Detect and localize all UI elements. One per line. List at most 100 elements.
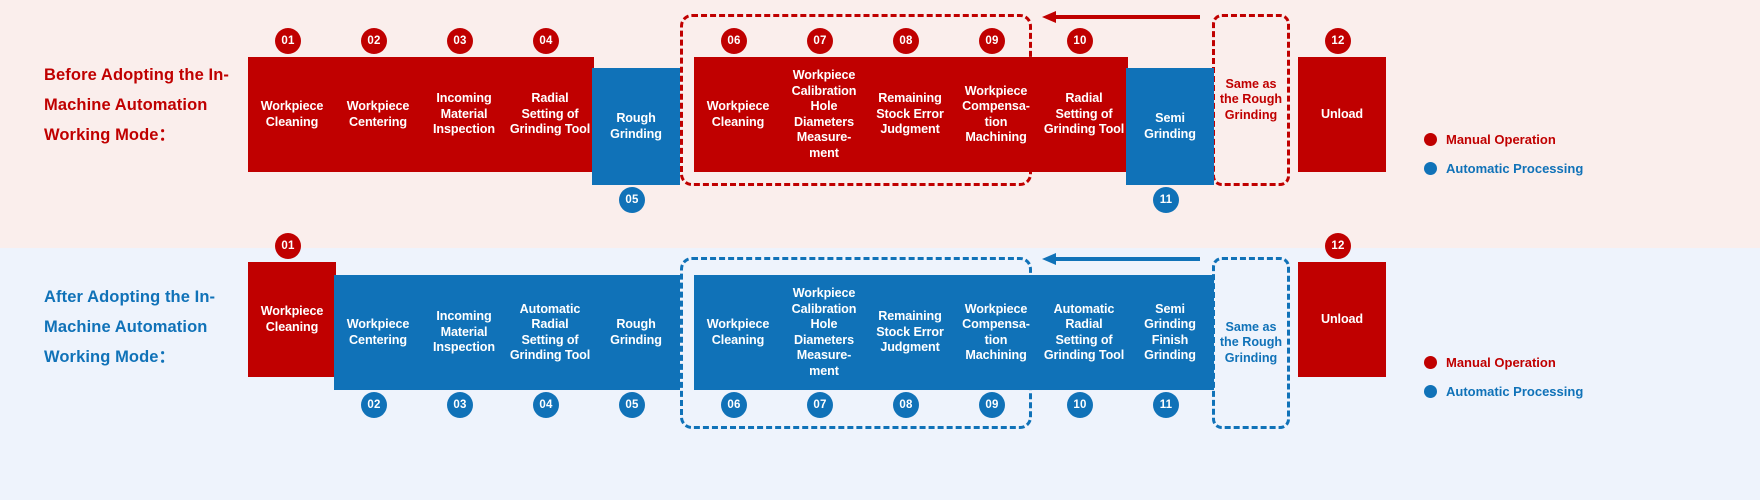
after-step-03-number: 03 [453, 399, 467, 411]
after-step-03-badge: 03 [447, 392, 473, 418]
before-row-title: Before Adopting the In- Machine Automati… [44, 60, 254, 150]
before-ghost-label: Same as the Rough Grinding [1219, 76, 1283, 122]
before-step-09-number: 09 [985, 35, 999, 47]
after-step-12-box[interactable]: Unload [1298, 262, 1386, 377]
before-step-11-box[interactable]: Semi Grinding [1126, 68, 1214, 185]
after-loop-arrow-head [1042, 253, 1056, 265]
before-step-12-box[interactable]: Unload [1298, 57, 1386, 172]
before-legend-item-manual: Manual Operation [1424, 132, 1583, 147]
after-step-05-number: 05 [625, 399, 639, 411]
after-step-11-number: 11 [1159, 399, 1173, 411]
before-step-06-number: 06 [727, 35, 741, 47]
before-step-10-box[interactable]: Radial Setting of Grinding Tool [1040, 57, 1128, 172]
after-step-09-number: 09 [985, 399, 999, 411]
before-legend: Manual Operation Automatic Processing [1424, 132, 1583, 190]
after-step-05-box[interactable]: Rough Grinding [592, 275, 680, 390]
after-step-02-label: Workpiece Centering [346, 317, 410, 347]
after-step-07-number: 07 [813, 399, 827, 411]
after-same-as-rough-grinding-ghost: Same as the Rough Grinding [1212, 257, 1290, 429]
before-step-06-label: Workpiece Cleaning [706, 99, 770, 129]
after-step-08-badge: 08 [893, 392, 919, 418]
after-step-07-box[interactable]: Workpiece Calibration Hole Diameters Mea… [780, 275, 868, 390]
before-title-line-3: Working Mode： [44, 126, 176, 144]
after-step-05-badge: 05 [619, 392, 645, 418]
before-step-07-badge: 07 [807, 28, 833, 54]
after-step-03-box[interactable]: Incoming Material Inspection [420, 275, 508, 390]
after-step-12-label: Unload [1320, 311, 1364, 326]
after-step-01-box[interactable]: Workpiece Cleaning [248, 262, 336, 377]
after-title-line-3: Working Mode： [44, 348, 176, 366]
after-ghost-label: Same as the Rough Grinding [1219, 319, 1283, 365]
before-step-08-box[interactable]: Remaining Stock Error Judgment [866, 57, 954, 172]
after-legend-item-automatic: Automatic Processing [1424, 384, 1583, 399]
before-step-02-box[interactable]: Workpiece Centering [334, 57, 422, 172]
before-title-line-1: Before Adopting the In- [44, 66, 230, 84]
automatic-processing-dot-icon [1424, 385, 1437, 398]
before-step-10-label: Radial Setting of Grinding Tool [1043, 91, 1125, 137]
before-same-as-rough-grinding-ghost: Same as the Rough Grinding [1212, 14, 1290, 186]
after-legend-manual-label: Manual Operation [1446, 355, 1556, 370]
after-step-01-number: 01 [281, 240, 295, 252]
before-step-03-badge: 03 [447, 28, 473, 54]
after-step-03-label: Incoming Material Inspection [433, 309, 495, 355]
before-step-01-number: 01 [281, 35, 295, 47]
before-step-04-badge: 04 [533, 28, 559, 54]
after-step-11-box[interactable]: Semi Grinding Finish Grinding [1126, 275, 1214, 390]
before-step-01-badge: 01 [275, 28, 301, 54]
before-step-01-box[interactable]: Workpiece Cleaning [248, 57, 336, 172]
before-step-05-label: Rough Grinding [610, 111, 662, 141]
before-step-06-box[interactable]: Workpiece Cleaning [694, 57, 782, 172]
after-step-06-label: Workpiece Cleaning [706, 317, 770, 347]
after-step-07-badge: 07 [807, 392, 833, 418]
after-step-04-label: Automatic Radial Setting of Grinding Too… [509, 301, 591, 363]
before-step-08-badge: 08 [893, 28, 919, 54]
before-step-08-number: 08 [899, 35, 913, 47]
before-step-12-badge: 12 [1325, 28, 1351, 54]
after-title-line-1: After Adopting the In- [44, 288, 216, 306]
manual-operation-dot-icon [1424, 356, 1437, 369]
after-step-11-badge: 11 [1153, 392, 1179, 418]
after-loop-arrow-shaft [1054, 257, 1200, 261]
before-step-03-box[interactable]: Incoming Material Inspection [420, 57, 508, 172]
before-step-04-box[interactable]: Radial Setting of Grinding Tool [506, 57, 594, 172]
after-title-line-2: Machine Automation [44, 318, 208, 336]
after-step-09-box[interactable]: Workpiece Compensa-tion Machining [952, 275, 1040, 390]
before-step-05-box[interactable]: Rough Grinding [592, 68, 680, 185]
before-step-12-number: 12 [1331, 35, 1345, 47]
before-step-03-label: Incoming Material Inspection [433, 91, 495, 137]
after-step-02-number: 02 [367, 399, 381, 411]
before-step-11-badge: 11 [1153, 187, 1179, 213]
after-step-10-number: 10 [1073, 399, 1087, 411]
before-step-02-badge: 02 [361, 28, 387, 54]
after-step-06-box[interactable]: Workpiece Cleaning [694, 275, 782, 390]
after-legend-item-manual: Manual Operation [1424, 355, 1583, 370]
before-step-06-badge: 06 [721, 28, 747, 54]
before-title-line-2: Machine Automation [44, 96, 208, 114]
before-step-07-box[interactable]: Workpiece Calibration Hole Diameters Mea… [780, 57, 868, 172]
after-step-10-label: Automatic Radial Setting of Grinding Too… [1043, 301, 1125, 363]
before-step-05-number: 05 [625, 194, 639, 206]
after-step-09-label: Workpiece Compensa-tion Machining [962, 301, 1030, 363]
before-step-09-label: Workpiece Compensa-tion Machining [962, 83, 1030, 145]
automatic-processing-dot-icon [1424, 162, 1437, 175]
after-step-08-number: 08 [899, 399, 913, 411]
before-step-09-box[interactable]: Workpiece Compensa-tion Machining [952, 57, 1040, 172]
after-step-06-number: 06 [727, 399, 741, 411]
before-legend-manual-label: Manual Operation [1446, 132, 1556, 147]
after-step-10-box[interactable]: Automatic Radial Setting of Grinding Too… [1040, 275, 1128, 390]
before-step-05-badge: 05 [619, 187, 645, 213]
after-step-12-number: 12 [1331, 240, 1345, 252]
after-step-06-badge: 06 [721, 392, 747, 418]
before-step-11-number: 11 [1159, 194, 1173, 206]
after-step-04-number: 04 [539, 399, 553, 411]
before-loop-arrow-shaft [1054, 15, 1200, 19]
after-step-01-label: Workpiece Cleaning [260, 304, 324, 334]
after-step-02-box[interactable]: Workpiece Centering [334, 275, 422, 390]
before-step-10-number: 10 [1073, 35, 1087, 47]
after-step-08-box[interactable]: Remaining Stock Error Judgment [866, 275, 954, 390]
after-step-04-box[interactable]: Automatic Radial Setting of Grinding Too… [506, 275, 594, 390]
after-legend-automatic-label: Automatic Processing [1446, 384, 1584, 399]
before-step-03-number: 03 [453, 35, 467, 47]
manual-operation-dot-icon [1424, 133, 1437, 146]
